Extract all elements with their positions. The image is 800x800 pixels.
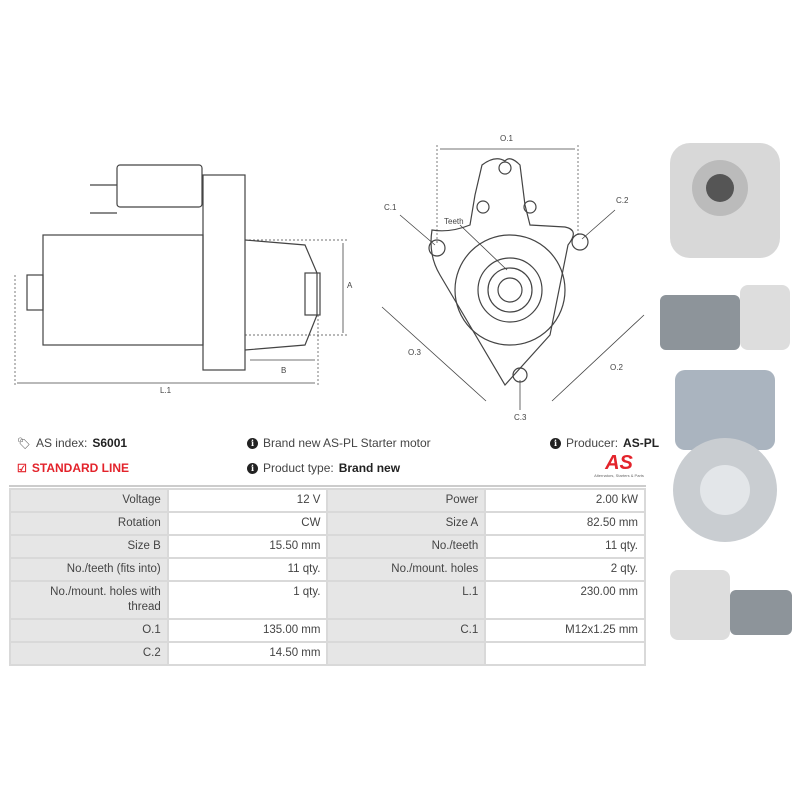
producer: i Producer: AS-PL (550, 436, 659, 450)
description: i Brand new AS-PL Starter motor (247, 436, 431, 450)
tags-icon: 🏷 (17, 437, 31, 450)
product-photo-front[interactable] (660, 128, 795, 268)
product-photo-rear[interactable] (660, 365, 795, 555)
info-icon: i (247, 437, 258, 449)
divider (9, 485, 646, 487)
dim-o1-label: O.1 (500, 134, 513, 143)
dim-a-label: A (347, 281, 353, 290)
spec-value: 135.00 mm (166, 618, 329, 643)
logo-tagline: Alternators, Starters & Parts (594, 473, 644, 478)
logo-mark: AS (605, 452, 633, 474)
spec-label: No./mount. holes with thread (9, 580, 169, 620)
spec-value: 1 qty. (166, 580, 329, 620)
dim-o3-label: O.3 (408, 348, 421, 357)
dim-o2-label: O.2 (610, 363, 623, 372)
spec-value: CW (166, 511, 329, 536)
checkbox-icon: ☑ (17, 462, 27, 475)
spec-value: M12x1.25 mm (484, 618, 646, 643)
spec-value: 15.50 mm (166, 534, 329, 559)
product-type-value: Brand new (338, 461, 401, 475)
spec-value: 82.50 mm (484, 511, 646, 536)
product-line-label: STANDARD LINE (31, 461, 129, 475)
as-index-label: AS index: (35, 436, 88, 450)
spec-value: 2 qty. (484, 557, 646, 582)
spec-value (484, 641, 646, 666)
spec-value: 2.00 kW (484, 488, 646, 513)
spec-label: Voltage (9, 488, 169, 513)
spec-row: No./teeth (fits into)11 qty.No./mount. h… (9, 557, 646, 582)
front-view-drawing: O.1 O.2 O.3 C.1 C.2 C.3 Teeth (381, 134, 645, 422)
dim-c2-label: C.2 (616, 196, 629, 205)
spec-label: L.1 (326, 580, 487, 620)
dim-c1-label: C.1 (384, 203, 397, 212)
spec-label: No./teeth (fits into) (9, 557, 169, 582)
description-text: Brand new AS-PL Starter motor (263, 436, 431, 450)
as-index: 🏷 AS index: S6001 (17, 436, 127, 450)
spec-label: No./teeth (326, 534, 487, 559)
spec-label: C.1 (326, 618, 487, 643)
info-icon: i (247, 462, 258, 474)
spec-value: 14.50 mm (166, 641, 329, 666)
producer-value: AS-PL (623, 436, 660, 450)
dim-l1-label: L.1 (160, 386, 172, 395)
spec-label: Size B (9, 534, 169, 559)
spec-value: 12 V (166, 488, 329, 513)
as-pl-logo: AS Alternators, Starters & Parts (590, 453, 648, 478)
spec-label: Rotation (9, 511, 169, 536)
teeth-label: Teeth (444, 217, 464, 226)
spec-label (326, 641, 487, 666)
spec-value: 11 qty. (484, 534, 646, 559)
product-type: i Product type: Brand new (247, 461, 400, 475)
product-line: ☑ STANDARD LINE (17, 461, 129, 475)
spec-label: No./mount. holes (326, 557, 487, 582)
product-photo-side[interactable] (660, 270, 795, 360)
producer-label: Producer: (566, 436, 619, 450)
info-icon: i (550, 437, 561, 449)
spec-value: 11 qty. (166, 557, 329, 582)
spec-label: O.1 (9, 618, 169, 643)
spec-label: Power (326, 488, 487, 513)
product-photo-angle[interactable] (660, 560, 795, 650)
spec-label: C.2 (9, 641, 169, 666)
side-view-drawing: A B L.1 (14, 164, 353, 395)
product-type-label: Product type: (263, 461, 334, 475)
spec-label: Size A (326, 511, 487, 536)
dim-c3-label: C.3 (514, 413, 527, 422)
dim-b-label: B (281, 366, 286, 375)
as-index-value: S6001 (92, 436, 128, 450)
spec-value: 230.00 mm (484, 580, 646, 620)
